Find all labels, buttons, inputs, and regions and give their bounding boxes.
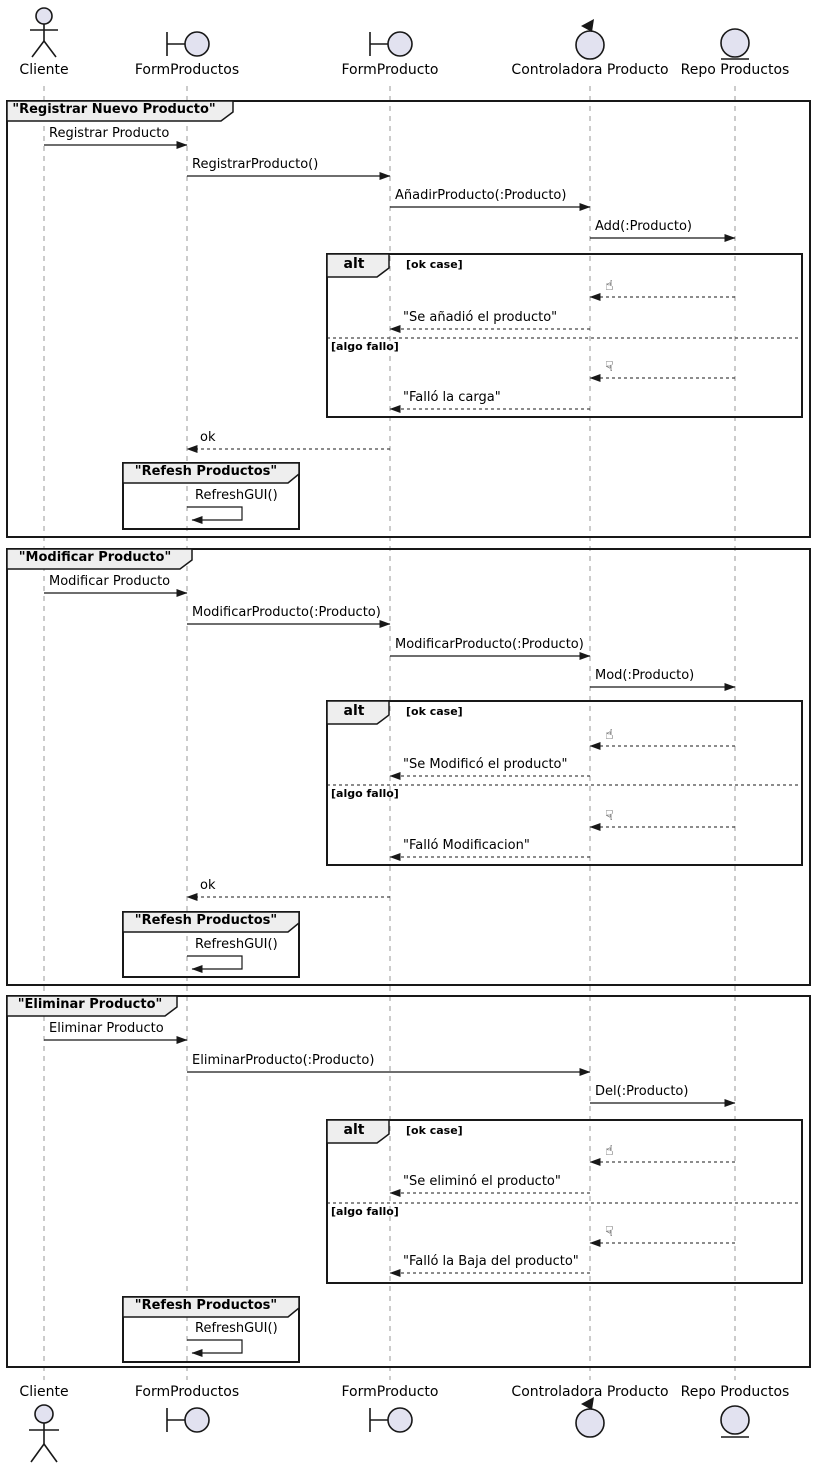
alt-operator-tab (326, 253, 390, 278)
return-label: "Falló Modificacion" (403, 838, 530, 853)
alt-operator-label: alt (343, 703, 365, 719)
self-message-arrow (187, 1339, 243, 1357)
return-label: "Falló la carga" (403, 390, 501, 405)
message-label: Del(:Producto) (595, 1084, 689, 1099)
entity-icon (720, 28, 750, 60)
self-message-arrow (187, 955, 243, 973)
control-icon (575, 1397, 605, 1438)
alt-fragment-border (326, 253, 803, 418)
alt-guard-ok: [ok case] (406, 705, 463, 718)
alt-operator-tab (326, 700, 390, 725)
thumbs-up-icon: ☝ (605, 727, 614, 743)
boundary-icon (369, 31, 413, 57)
participant-name-formproductos: FormProductos (134, 62, 240, 78)
frame-border (6, 100, 811, 538)
alt-operator-label: alt (343, 1122, 365, 1138)
group-title-tab (122, 1296, 300, 1318)
lifelines (43, 86, 736, 1380)
boundary-icon (369, 1407, 413, 1433)
message-label: Mod(:Producto) (595, 668, 695, 683)
message-label: ModificarProducto(:Producto) (192, 605, 381, 620)
thumbs-up-icon: ☝ (605, 278, 614, 294)
group-title: "Refesh Productos" (134, 1298, 278, 1313)
return-ok-label: ok (200, 878, 216, 893)
frame-border (6, 995, 811, 1368)
participant-icons-top (30, 7, 750, 60)
self-message-arrow (187, 506, 243, 524)
alt-operator-label: alt (343, 256, 365, 272)
group-title-tab (122, 911, 300, 933)
alt-operator-tab (326, 1119, 390, 1144)
alt-fragment-border (326, 1119, 803, 1284)
participant-name-repo: Repo Productos (680, 1384, 790, 1400)
return-label: "Se añadió el producto" (403, 310, 558, 325)
frame-title-tab (6, 995, 178, 1017)
message-label: ModificarProducto(:Producto) (395, 637, 584, 652)
self-message-label: RefreshGUI() (195, 1321, 278, 1336)
participant-name-formproducto: FormProducto (341, 62, 439, 78)
message-label: Eliminar Producto (49, 1021, 164, 1036)
message-label: AñadirProducto(:Producto) (395, 188, 567, 203)
self-message-label: RefreshGUI() (195, 937, 278, 952)
participant-name-cliente: Cliente (19, 62, 69, 78)
return-label: "Falló la Baja del producto" (403, 1254, 579, 1269)
group-title: "Refesh Productos" (134, 913, 278, 928)
return-label: "Se eliminó el producto" (403, 1174, 561, 1189)
control-icon (575, 19, 605, 60)
alt-guard-ok: [ok case] (406, 258, 463, 271)
alt-guard-fail: [algo fallo] (331, 787, 399, 800)
thumbs-up-icon: ☝ (605, 1143, 614, 1159)
message-label: EliminarProducto(:Producto) (192, 1053, 375, 1068)
participant-name-formproducto: FormProducto (341, 1384, 439, 1400)
self-message-label: RefreshGUI() (195, 488, 278, 503)
message-label: Registrar Producto (49, 126, 170, 141)
frame-title: "Modificar Producto" (18, 550, 172, 565)
alt-fragment-border (326, 700, 803, 866)
alt-guard-fail: [algo fallo] (331, 340, 399, 353)
frame-eliminar-producto (6, 995, 811, 1368)
thumbs-down-icon: ☟ (605, 1224, 614, 1240)
participant-icons-bottom (29, 1397, 750, 1463)
participant-name-controladora: Controladora Producto (511, 1384, 669, 1400)
alt-guard-fail: [algo fallo] (331, 1205, 399, 1218)
frame-title-tab (6, 100, 234, 122)
thumbs-down-icon: ☟ (605, 808, 614, 824)
frame-title: "Registrar Nuevo Producto" (12, 102, 216, 117)
group-title-tab (122, 462, 300, 484)
alt-guard-ok: [ok case] (406, 1124, 463, 1137)
message-label: Modificar Producto (49, 574, 171, 589)
return-ok-label: ok (200, 430, 216, 445)
group-title: "Refesh Productos" (134, 464, 278, 479)
boundary-icon (166, 31, 210, 57)
boundary-icon (166, 1407, 210, 1433)
participant-name-repo: Repo Productos (680, 62, 790, 78)
participant-name-formproductos: FormProductos (134, 1384, 240, 1400)
thumbs-down-icon: ☟ (605, 359, 614, 375)
entity-icon (720, 1405, 750, 1438)
actor-icon (30, 7, 58, 58)
actor-icon (29, 1404, 59, 1463)
participant-name-cliente: Cliente (19, 1384, 69, 1400)
frame-title-tab (6, 548, 193, 570)
message-label: Add(:Producto) (595, 219, 693, 234)
frame-modificar-producto (6, 548, 811, 986)
frame-border (6, 548, 811, 986)
frame-registrar-nuevo-producto (6, 100, 811, 538)
participant-name-controladora: Controladora Producto (511, 62, 669, 78)
frame-title: "Eliminar Producto" (17, 997, 163, 1012)
message-label: RegistrarProducto() (192, 157, 319, 172)
return-label: "Se Modificó el producto" (403, 757, 568, 772)
